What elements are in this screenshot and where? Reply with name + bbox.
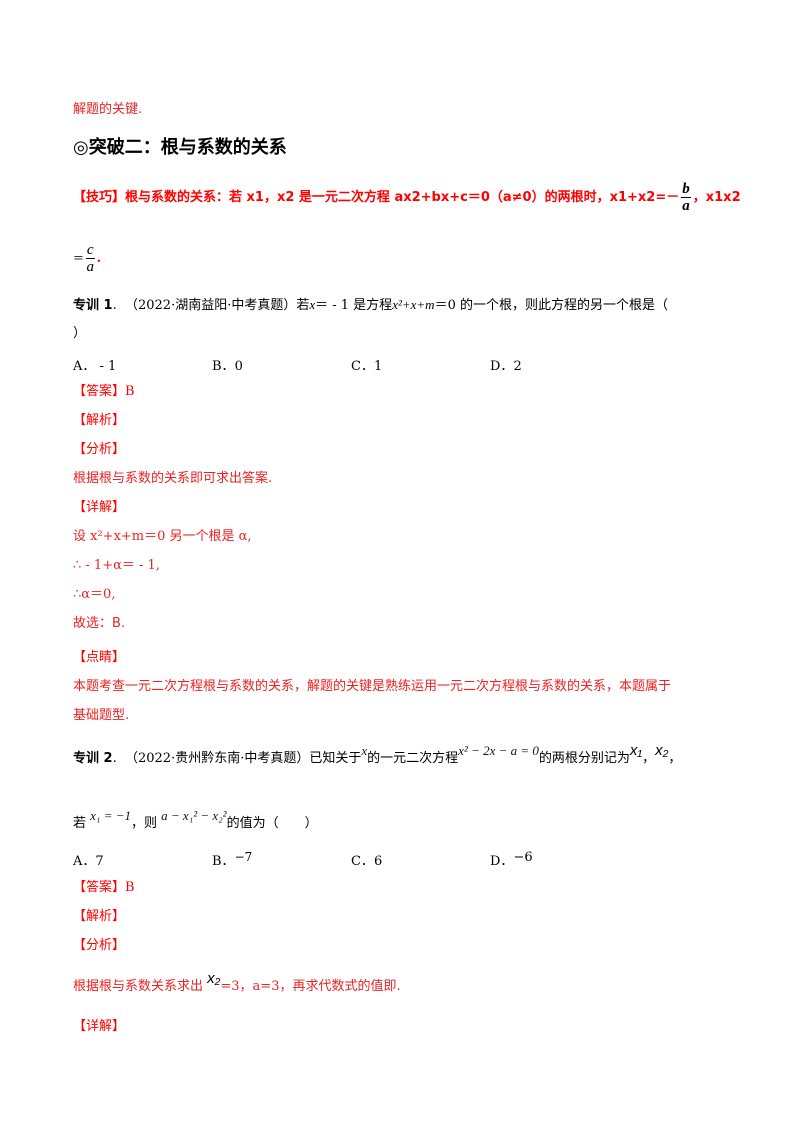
problem1-step: ∴ - 1+α＝ - 1,: [73, 558, 160, 573]
problem1-dianjing-text: 本题考查一元二次方程根与系数的关系，解题的关键是熟练运用一元二次方程根与系数的关…: [73, 679, 672, 694]
problem2-stem: 专训 2. （2022·贵州黔东南·中考真题）已知关于x的一元二次方程x² − …: [73, 743, 682, 767]
problem2-dot: .: [112, 751, 117, 766]
problem1-step: ∴α＝0,: [73, 587, 116, 602]
problem2-analysis-label: 【解析】: [73, 909, 126, 924]
problem1-stem-close: ）: [73, 326, 87, 341]
frac-denominator: a: [682, 198, 690, 214]
problem2-stem-b: 的两根分别记为: [538, 751, 630, 766]
problem1-equation: x²+x+m: [392, 297, 435, 312]
problem1-option-a: A． - 1: [73, 359, 117, 374]
frac-denominator: a: [86, 259, 94, 275]
problem1-source: （2022·湖南益阳·中考真题）若: [124, 298, 310, 313]
fenxi-after: =3，a=3，再求代数式的值即.: [220, 979, 401, 994]
problem2-equation: x² − 2x − a = 0: [458, 743, 539, 758]
tip-label: 【技巧】: [73, 190, 126, 205]
problem1-option-d: D．2: [490, 359, 522, 374]
problem2-label: 专训 2: [73, 751, 113, 766]
problem1-option-b: B．0: [212, 359, 243, 374]
problem1-analysis-label: 【解析】: [73, 413, 126, 428]
intro-tail-text: 解题的关键.: [73, 102, 143, 117]
problem2-stem-a: 的一元二次方程: [367, 751, 459, 766]
problem1-dianjing-text2: 基础题型.: [73, 708, 130, 723]
problem1-stem-c: ＝0 的一个根，则此方程的另一个根是（: [434, 298, 668, 313]
problem1-stem: 专训 1. （2022·湖南益阳·中考真题）若x＝ - 1 是方程x²+x+m＝…: [73, 297, 668, 314]
then-text: ，则: [131, 816, 158, 831]
problem2-fenxi-label: 【分析】: [73, 938, 126, 953]
tip-paragraph: 【技巧】根与系数的关系：若 x1，x2 是一元二次方程 ax2+bx+c＝0（a…: [73, 181, 741, 214]
problem2-option-a: A．7: [73, 854, 104, 869]
problem2-xiangjie-label: 【详解】: [73, 1019, 126, 1034]
problem1-answer: 【答案】B: [73, 384, 135, 399]
var-x: x: [361, 743, 368, 758]
problem1-label: 专训 1: [73, 298, 113, 313]
if-text: 若: [73, 816, 87, 831]
problem2-option-d: D．−6: [490, 850, 533, 869]
question-end: 的值为（ ）: [226, 816, 318, 831]
problem2-option-c: C．6: [351, 854, 383, 869]
problem1-option-c: C．1: [351, 359, 383, 374]
expression: a − x₁² − x₂²: [161, 808, 227, 823]
var-x2: x₂: [207, 970, 221, 987]
section-heading: ◎突破二：根与系数的关系: [73, 137, 287, 158]
problem1-stem-b: ＝ - 1 是方程: [315, 298, 393, 313]
problem1-xiangjie-label: 【详解】: [73, 500, 126, 515]
var-x: x: [309, 297, 316, 312]
frac-numerator: c: [85, 242, 95, 259]
condition: x₁ = −1: [90, 808, 131, 823]
tip-period: .: [96, 251, 102, 266]
problem1-step: 设 x²+x+m＝0 另一个根是 α,: [73, 529, 252, 544]
problem2-source: （2022·贵州黔东南·中考真题）已知关于: [124, 751, 362, 766]
fenxi-before: 根据根与系数关系求出: [73, 979, 204, 994]
tip-text-mid: ，x1x2: [692, 190, 741, 205]
stem-end: ，: [668, 751, 682, 766]
problem2-answer: 【答案】B: [73, 880, 135, 895]
root-x1: x₁: [629, 742, 643, 759]
problem2-option-b: B．−7: [212, 850, 253, 869]
problem2-fenxi-text: 根据根与系数关系求出 x₂=3，a=3，再求代数式的值即.: [73, 971, 401, 995]
separator: ，: [642, 751, 656, 766]
root-x2: x₂: [655, 742, 669, 759]
problem1-fenxi-text: 根据根与系数的关系即可求出答案.: [73, 471, 273, 486]
frac-numerator: b: [681, 181, 691, 198]
problem2-stem-line2: 若 x₁ = −1，则 a − x₁² − x₂²的值为（ ）: [73, 808, 318, 832]
tip-equals: =: [73, 251, 84, 266]
problem1-fenxi-label: 【分析】: [73, 442, 126, 457]
tip-text: 根与系数的关系：若 x1，x2 是一元二次方程 ax2+bx+c＝0（a≠0）的…: [125, 190, 680, 205]
problem1-step: 故选：B.: [73, 616, 126, 631]
problem1-dot: .: [112, 298, 117, 313]
problem1-dianjing-label: 【点睛】: [73, 650, 126, 665]
